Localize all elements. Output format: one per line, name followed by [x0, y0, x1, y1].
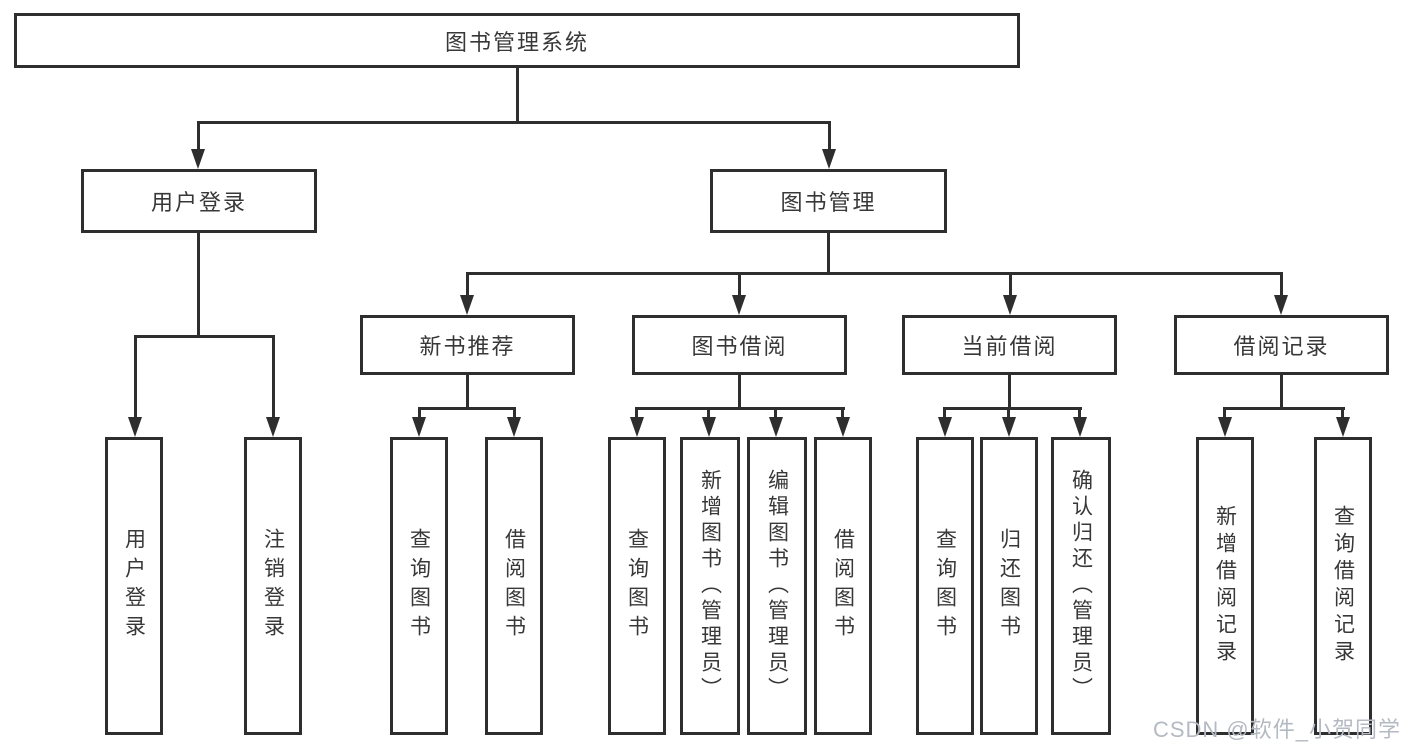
- connector-to-current-borrow: [1009, 272, 1012, 297]
- connector-leaf: [1223, 407, 1226, 420]
- arrow-down-icon: [732, 295, 746, 315]
- arrow-down-icon: [822, 149, 836, 169]
- arrow-down-icon: [128, 417, 142, 437]
- arrow-down-icon: [630, 417, 644, 437]
- node-book-borrowing: 图书借阅: [632, 315, 847, 375]
- leaf-confirm-return-admin: 确认归还（管理员）: [1051, 437, 1111, 735]
- leaf-user-login: 用户登录: [105, 437, 163, 735]
- node-library-management-system: 图书管理系统: [14, 13, 1020, 68]
- node-book-management: 图书管理: [710, 169, 947, 233]
- connector-to-book-borrow: [738, 272, 741, 297]
- connector-book-borrow-branch: [635, 407, 845, 410]
- connector-leaf: [1341, 407, 1344, 420]
- connector-to-borrow-records: [1280, 272, 1283, 297]
- leaf-query-books: 查询图书: [390, 437, 448, 735]
- arrow-down-icon: [1003, 295, 1017, 315]
- arrow-down-icon: [836, 417, 850, 437]
- leaf-edit-book-admin: 编辑图书（管理员）: [747, 437, 807, 735]
- node-new-book-recommendation: 新书推荐: [360, 315, 575, 375]
- leaf-add-borrow-record: 新增借阅记录: [1196, 437, 1254, 735]
- connector-root-stem: [516, 68, 519, 124]
- leaf-return-books: 归还图书: [980, 437, 1038, 735]
- arrow-down-icon: [769, 417, 783, 437]
- arrow-down-icon: [460, 295, 474, 315]
- leaf-query-borrow-record: 查询借阅记录: [1314, 437, 1372, 735]
- leaf-query-books: 查询图书: [916, 437, 974, 735]
- arrow-down-icon: [1218, 417, 1232, 437]
- connector-borrow-records-stem: [1280, 375, 1283, 410]
- connector-borrow-records-branch: [1223, 407, 1345, 410]
- connector-leaf: [774, 407, 777, 420]
- arrow-down-icon: [266, 417, 280, 437]
- connector-current-borrow-branch: [943, 407, 1082, 410]
- connector-to-leaf-logout: [272, 335, 275, 419]
- connector-root-branch: [197, 121, 831, 124]
- arrow-down-icon: [1073, 417, 1087, 437]
- node-current-borrowing: 当前借阅: [902, 315, 1117, 375]
- arrow-down-icon: [507, 417, 521, 437]
- connector-to-new-book: [466, 272, 469, 297]
- arrow-down-icon: [1002, 417, 1016, 437]
- leaf-logout-login: 注销登录: [244, 437, 302, 735]
- connector-to-book-management: [828, 121, 831, 152]
- node-borrowing-records: 借阅记录: [1174, 315, 1389, 375]
- connector-to-leaf-user-login: [134, 335, 137, 419]
- connector-book-mgmt-stem: [827, 233, 830, 275]
- connector-leaf: [707, 407, 710, 420]
- connector-book-borrow-stem: [738, 375, 741, 410]
- connector-current-borrow-stem: [1008, 375, 1011, 410]
- arrow-down-icon: [1336, 417, 1350, 437]
- leaf-borrow-books: 借阅图书: [814, 437, 872, 735]
- arrow-down-icon: [702, 417, 716, 437]
- connector-leaf: [635, 407, 638, 420]
- connector-leaf: [1007, 407, 1010, 420]
- connector-new-book-branch: [418, 407, 516, 410]
- connector-new-book-stem: [466, 375, 469, 410]
- connector-leaf: [841, 407, 844, 420]
- leaf-borrow-books: 借阅图书: [485, 437, 543, 735]
- connector-leaf: [943, 407, 946, 420]
- connector-leaf: [418, 407, 421, 420]
- arrow-down-icon: [191, 149, 205, 169]
- connector-book-mgmt-branch: [466, 272, 1283, 275]
- connector-user-login-stem: [197, 233, 200, 338]
- leaf-query-books: 查询图书: [608, 437, 666, 735]
- connector-leaf: [513, 407, 516, 420]
- arrow-down-icon: [1274, 295, 1288, 315]
- leaf-add-book-admin: 新增图书（管理员）: [680, 437, 740, 735]
- csdn-watermark: CSDN @软件_小贺同学: [1152, 717, 1401, 742]
- connector-user-login-branch: [134, 335, 275, 338]
- connector-leaf: [1078, 407, 1081, 420]
- arrow-down-icon: [412, 417, 426, 437]
- connector-to-user-login: [197, 121, 200, 152]
- arrow-down-icon: [938, 417, 952, 437]
- node-user-login: 用户登录: [81, 169, 317, 233]
